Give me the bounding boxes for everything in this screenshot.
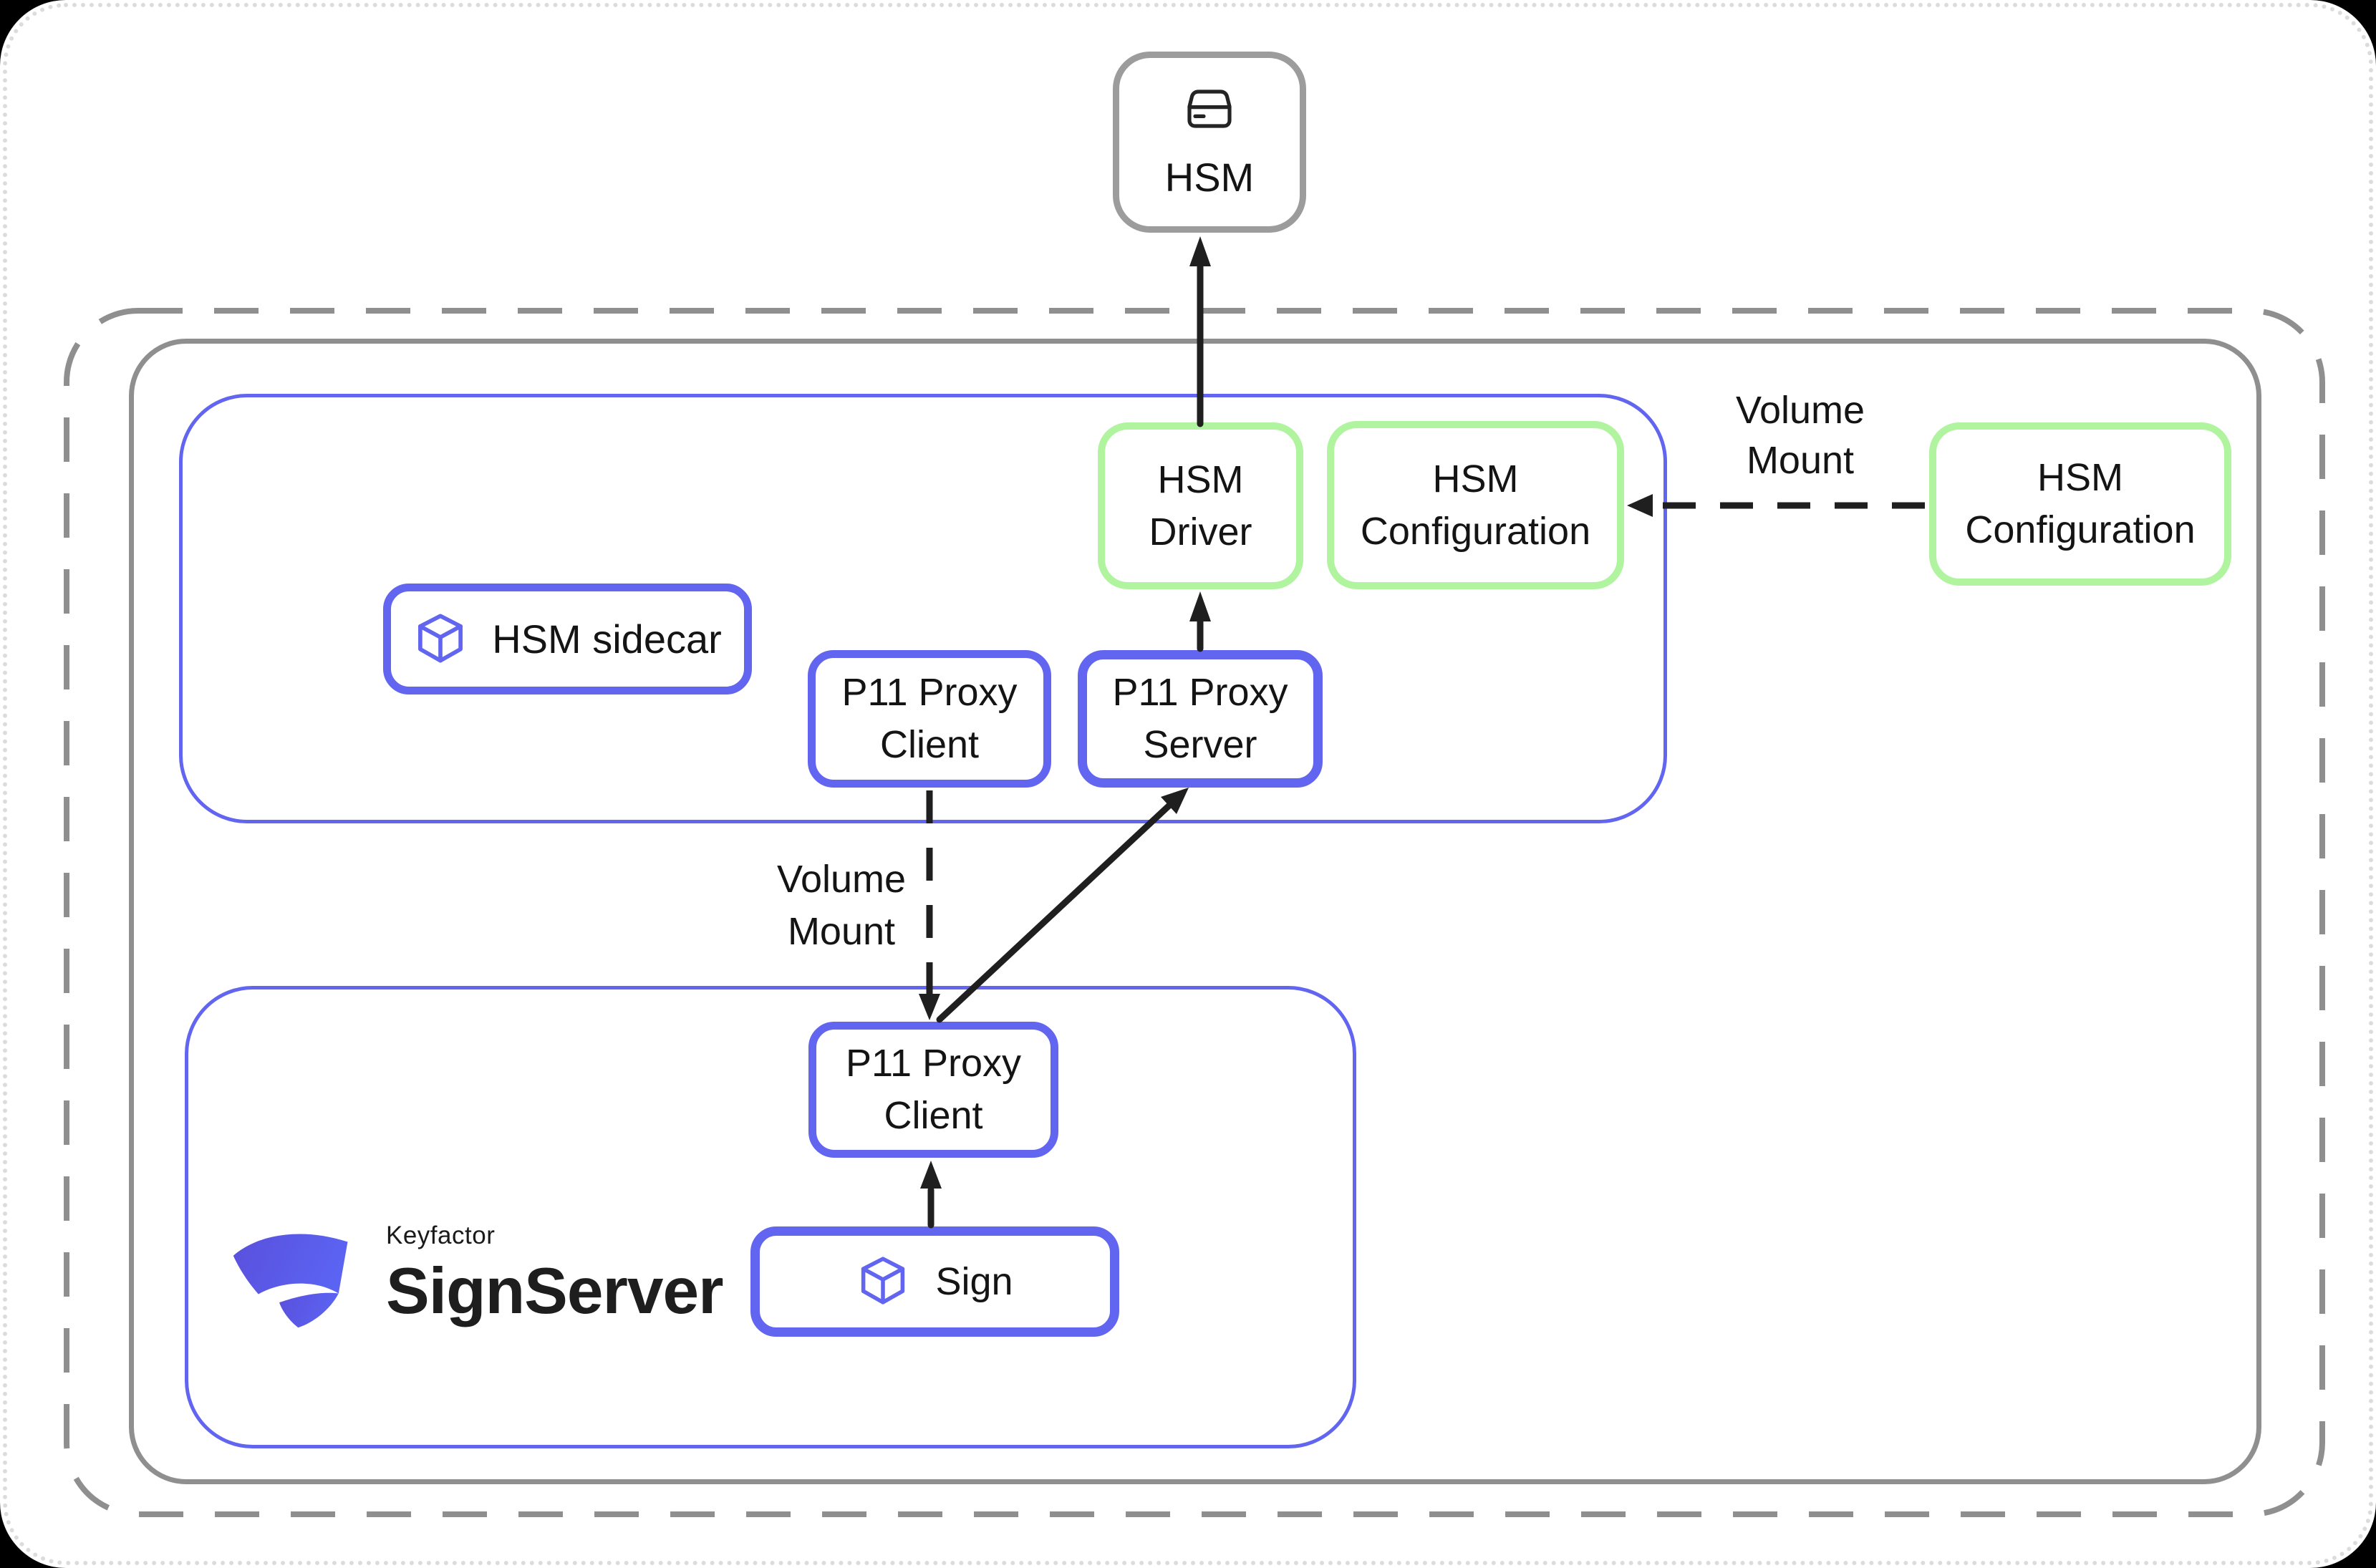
volume-mount-label-middle: Volume Mount <box>776 858 907 953</box>
node-hsm-sidecar-label: HSM sidecar <box>492 616 722 662</box>
node-hsm-driver-label: HSM Driver <box>1149 458 1252 553</box>
cube-icon <box>418 613 463 662</box>
logo-brand-text: Keyfactor <box>386 1221 496 1249</box>
node-hsm: HSM <box>1113 52 1306 233</box>
node-hsm-configuration-sidecar-label: HSM Configuration <box>1360 457 1591 553</box>
node-hsm-configuration-external: HSM Configuration <box>1929 422 2231 586</box>
node-sign: Sign <box>750 1226 1119 1337</box>
logo-product-text: SignServer <box>386 1255 724 1327</box>
node-hsm-configuration-external-label: HSM Configuration <box>1965 456 2196 551</box>
node-hsm-label: HSM <box>1164 154 1255 200</box>
keyfactor-signserver-logo: Keyfactor SignServer <box>228 1221 724 1333</box>
cube-icon <box>861 1257 905 1305</box>
node-p11-proxy-client-sidecar: P11 Proxy Client <box>808 650 1051 788</box>
node-hsm-driver: HSM Driver <box>1098 422 1303 589</box>
node-p11-proxy-client-signserver-label: P11 Proxy Client <box>845 1042 1022 1137</box>
keyfactor-logo-icon <box>233 1234 348 1328</box>
node-p11-proxy-client-signserver: P11 Proxy Client <box>808 1022 1058 1158</box>
node-hsm-sidecar-tag: HSM sidecar <box>383 584 752 695</box>
node-p11-proxy-client-sidecar-label: P11 Proxy Client <box>841 671 1018 766</box>
signserver-container <box>185 986 1356 1448</box>
node-hsm-configuration-sidecar: HSM Configuration <box>1327 421 1624 589</box>
node-sign-label: Sign <box>935 1259 1013 1303</box>
volume-mount-label-right: Volume Mount <box>1735 389 1865 482</box>
node-p11-proxy-server: P11 Proxy Server <box>1078 650 1323 788</box>
drive-icon <box>1187 89 1232 128</box>
node-p11-proxy-server-label: P11 Proxy Server <box>1112 671 1288 766</box>
